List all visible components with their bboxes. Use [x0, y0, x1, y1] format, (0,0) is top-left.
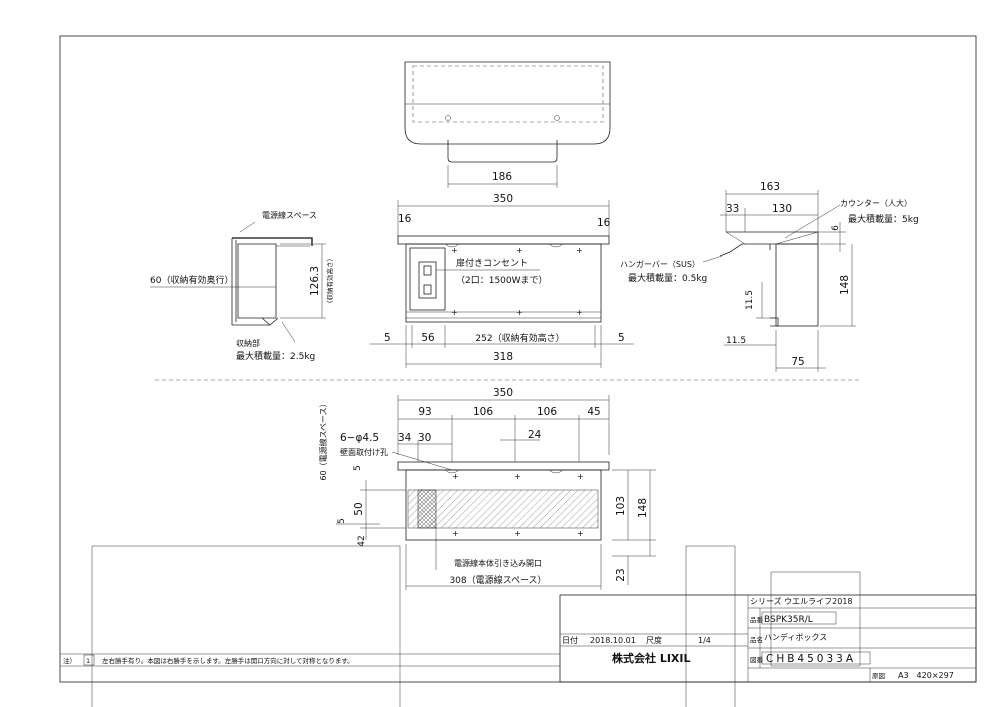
- screw-mark: +: [576, 308, 583, 317]
- install-dim-5-b: 5: [337, 518, 347, 524]
- screw-mark: +: [516, 246, 523, 255]
- install-dim-45: 45: [587, 406, 600, 418]
- title-paper: A3 420×297: [898, 671, 954, 680]
- title-row-label-model: 品番: [750, 616, 764, 624]
- install-dim-34: 34: [398, 432, 412, 444]
- title-row-label-name: 品名: [750, 635, 763, 644]
- note-label: 注）: [63, 656, 76, 665]
- title-paper-label: 原図: [872, 672, 885, 680]
- install-dim-30: 30: [418, 432, 431, 444]
- screw-mark: +: [452, 529, 459, 538]
- side-dim-148: 148: [839, 275, 851, 295]
- install-holes-label: 6−φ4.5: [340, 432, 379, 444]
- outlet-spec: （2口：1500Wまで）: [456, 275, 548, 286]
- screw-mark: +: [576, 246, 583, 255]
- install-dim-350: 350: [493, 387, 513, 399]
- install-dim-23: 23: [615, 568, 627, 581]
- title-code: CHB45033A: [766, 653, 856, 665]
- dim-186: 186: [492, 171, 512, 183]
- screw-mark: +: [514, 529, 521, 538]
- title-date-label: 日付: [562, 635, 578, 645]
- front-dim-252: 252（収納有効高さ）: [475, 332, 564, 344]
- title-model: BSPK35R/L: [764, 615, 813, 625]
- side-dim-130: 130: [772, 203, 792, 215]
- top-view: 186: [404, 61, 611, 188]
- screw-mark: +: [516, 308, 523, 317]
- sheet-border: [59, 35, 977, 683]
- left-section-view: 電源線スペース 60（収納有効奥行） 126.3 （収納有効高さ） 収納部 最大…: [150, 210, 334, 362]
- title-scale-label: 尺度: [646, 635, 662, 645]
- install-dim-106-b: 106: [537, 406, 557, 418]
- install-dim-103: 103: [615, 496, 627, 516]
- screw-mark: +: [451, 308, 458, 317]
- height-126-note: （収納有効高さ）: [325, 255, 334, 307]
- note-number: 1: [86, 657, 90, 665]
- install-dim-106-a: 106: [473, 406, 493, 418]
- install-dim-5-a: 5: [353, 465, 363, 471]
- install-view: 350 93 106 106 45 6−φ4.5 34 30 24 壁面取付け孔…: [318, 387, 656, 590]
- depth-60-label: 60（収納有効奥行）: [150, 274, 233, 286]
- screw-mark: +: [451, 246, 458, 255]
- note-row: 注） 1 左右勝手有り。本図は右勝手を示します。左勝手は開口方向に対して対称とな…: [60, 653, 560, 667]
- front-dim-16-right: 16: [597, 217, 611, 229]
- side-dim-6: 6: [831, 225, 841, 231]
- screw-mark: +: [577, 529, 584, 538]
- title-series: シリーズ ウエルライフ2018: [750, 596, 853, 606]
- title-block: シリーズ ウエルライフ2018 品番 BSPK35R/L 品名 ハンディボックス…: [559, 594, 977, 683]
- front-dim-16-left: 16: [398, 213, 412, 225]
- hanger-load-label: 最大積載量：0.5kg: [628, 272, 707, 284]
- front-view: 350 16 16 + + + + + + 扉付きコンセント （2口：1500W…: [370, 193, 634, 368]
- cable-space-label: 電源線スペース: [262, 210, 317, 220]
- title-date: 2018.10.01: [590, 636, 636, 645]
- screw-mark: +: [452, 472, 459, 481]
- right-side-view: 163 33 130 6 カウンター（人大） 最大積載量：5kg 148 ハンガ…: [620, 181, 919, 372]
- front-dim-56: 56: [421, 332, 435, 344]
- side-dim-33: 33: [726, 203, 739, 215]
- title-name: ハンディボックス: [764, 632, 827, 642]
- height-126-label: 126.3: [309, 266, 321, 296]
- front-dim-350: 350: [493, 193, 513, 205]
- outlet-label: 扉付きコンセント: [456, 257, 528, 269]
- title-row-label-code: 図番: [750, 656, 764, 664]
- install-cable-space-vertical: 60（電源線スペース）: [318, 399, 328, 480]
- screw-mark: +: [514, 472, 521, 481]
- install-dim-93: 93: [418, 406, 431, 418]
- counter-label: カウンター（人大）: [840, 198, 912, 208]
- title-company: 株式会社 LIXIL: [612, 651, 691, 665]
- counter-load-label: 最大積載量：5kg: [848, 213, 919, 225]
- note-text: 左右勝手有り。本図は右勝手を示します。左勝手は開口方向に対して対称となります。: [102, 656, 354, 665]
- install-dim-50: 50: [353, 502, 365, 515]
- side-dim-163: 163: [760, 181, 780, 193]
- install-hole-label: 壁面取付け孔: [340, 447, 388, 457]
- install-dim-148: 148: [637, 498, 649, 518]
- install-dim-24: 24: [528, 429, 542, 441]
- front-dim-318: 318: [493, 351, 513, 363]
- front-dim-5-left: 5: [384, 332, 391, 344]
- install-cable-inlet: 電源線本体引き込み開口: [454, 558, 542, 568]
- title-scale: 1/4: [698, 636, 711, 645]
- storage-label: 収納部: [236, 338, 260, 348]
- install-dim-42: 42: [357, 535, 367, 546]
- front-dim-5-right: 5: [618, 332, 625, 344]
- overlay-lines: [91, 545, 861, 707]
- side-dim-75: 75: [791, 356, 804, 368]
- install-dim-308: 308（電源線スペース）: [449, 574, 546, 586]
- screw-mark: +: [577, 472, 584, 481]
- hanger-label: ハンガーバー（SUS）: [620, 259, 700, 269]
- side-dim-11-5-b: 11.5: [726, 336, 746, 346]
- side-dim-11-5-a: 11.5: [745, 290, 755, 310]
- storage-load-label: 最大積載量：2.5kg: [236, 350, 315, 362]
